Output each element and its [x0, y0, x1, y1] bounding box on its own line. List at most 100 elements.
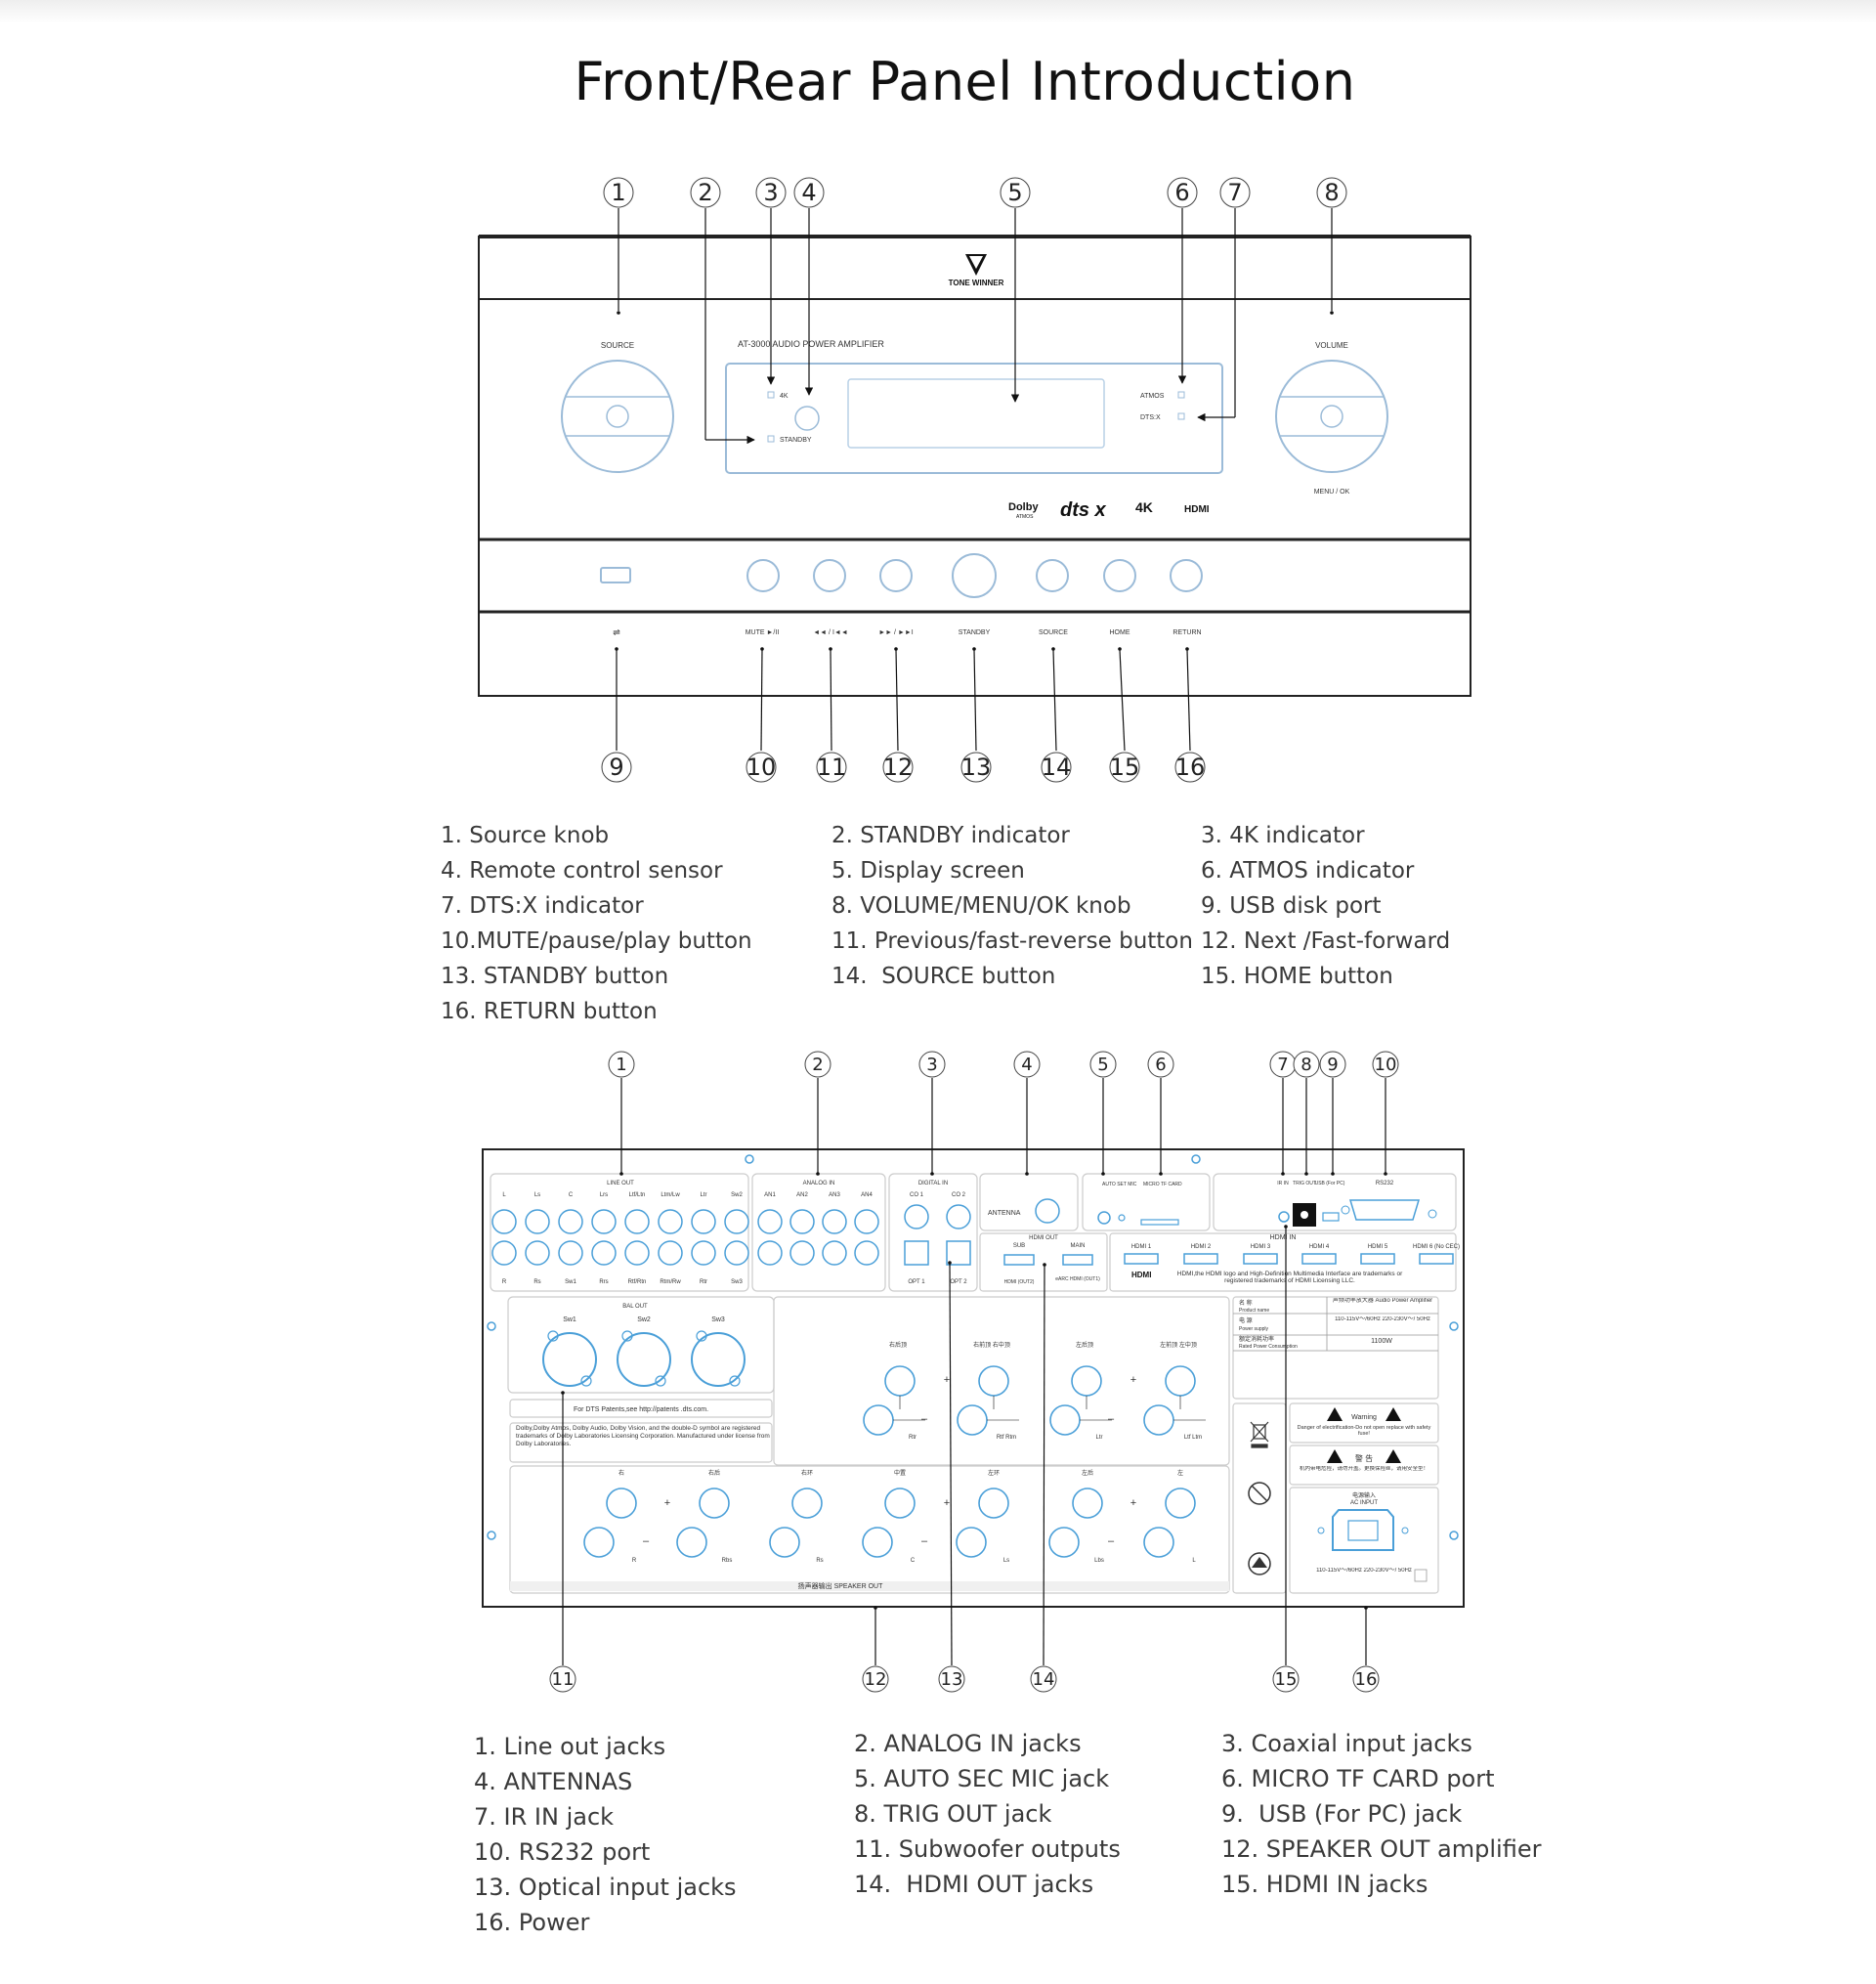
callout-rear-13-number: 13: [941, 1669, 963, 1690]
line-out-col-label: C: [569, 1192, 574, 1198]
speaker-terminal: [606, 1488, 637, 1519]
hdmi-in-col-label: HDMI 6 (No CEC): [1413, 1244, 1460, 1250]
rca-jack: [525, 1209, 550, 1234]
callout-front-3: 3: [755, 177, 787, 208]
legend-item: 3. Coaxial input jacks: [1221, 1730, 1472, 1757]
hdmi-out2-label: HDMI (OUT2): [1004, 1279, 1035, 1285]
analog-in-label: ANALOG IN: [803, 1181, 835, 1186]
callout-rear-11: 11: [549, 1665, 576, 1693]
rca-jack: [854, 1209, 879, 1234]
dolby-trademark-note: Dolby,Dolby Atmos, Dolby Audio, Dolby Vi…: [516, 1425, 770, 1447]
display-screen: [847, 378, 1105, 449]
callout-front-4: 4: [793, 177, 825, 208]
antenna-jack: [1035, 1198, 1060, 1224]
usb-icon: ⇌: [613, 627, 620, 637]
leader-dot: [1304, 1172, 1308, 1176]
front-button-label: STANDBY: [959, 629, 991, 636]
line-out-col-label: Sw1: [565, 1279, 576, 1285]
bal-col-label: Sw1: [563, 1316, 576, 1323]
spec-cons-cn: 额定消耗功率: [1239, 1335, 1274, 1343]
callout-front-12-number: 12: [883, 754, 914, 781]
callout-front-16-number: 16: [1175, 754, 1206, 781]
polarity-sign: –: [1108, 1535, 1115, 1547]
volume-knob: VOLUME MENU / OK: [1275, 341, 1388, 496]
callout-front-8: 8: [1316, 177, 1347, 208]
legend-item: 4. ANTENNAS: [474, 1768, 633, 1795]
line-out-col-label: Rtm/Rw: [660, 1279, 681, 1285]
analog-col-label: AN3: [829, 1192, 840, 1198]
hdmi-in-port: [1301, 1253, 1337, 1265]
usb-pc-port: [1322, 1212, 1340, 1222]
leader-dot: [1159, 1172, 1163, 1176]
callout-front-6: 6: [1167, 177, 1198, 208]
callout-front-2-number: 2: [698, 179, 712, 206]
usb-port: [600, 567, 631, 583]
ac-input-cn-label: 电源输入: [1352, 1491, 1376, 1499]
leader-dot: [948, 1261, 952, 1265]
hdmi-in-col-label: HDMI 4: [1309, 1244, 1330, 1250]
speaker-en-label: Ls: [1003, 1558, 1009, 1564]
speaker-en-label: Lbs: [1094, 1558, 1104, 1564]
logo-dolby-sub: ATMOS: [1016, 514, 1034, 520]
line-out-section: LINE OUT LRLsRsCSw1LrsRrsLtf/LtnRtf/RtnL…: [490, 1173, 749, 1292]
logo-hdmi: HDMI: [1184, 504, 1210, 515]
hdmi-note-logo: HDMI: [1131, 1271, 1151, 1279]
legend-item: 7. DTS:X indicator: [441, 893, 644, 919]
callout-front-9: 9: [601, 752, 632, 783]
legend-item: 12. SPEAKER OUT amplifier: [1221, 1835, 1542, 1863]
speaker-en-label: Rbs: [722, 1558, 733, 1564]
logo-dolby: Dolby: [1008, 501, 1039, 513]
callout-rear-11-number: 11: [552, 1669, 575, 1690]
screw: [1449, 1531, 1459, 1540]
callout-rear-10: 10: [1372, 1051, 1399, 1078]
callout-rear-7-number: 7: [1277, 1055, 1288, 1075]
screw: [745, 1154, 754, 1164]
callout-rear-4-number: 4: [1021, 1055, 1032, 1075]
callout-rear-3: 3: [918, 1051, 946, 1078]
screw: [487, 1321, 496, 1331]
indicator-atmos-led: [1177, 391, 1185, 399]
legend-item: 1. Source knob: [441, 823, 610, 848]
hdmi-out-main-label: MAIN: [1071, 1243, 1086, 1249]
leader-dot: [760, 647, 764, 651]
leader-dot: [1281, 1172, 1285, 1176]
logo-dts: dts x: [1060, 499, 1107, 521]
rear-legend-col1: 1. Line out jacks 4. ANTENNAS 7. IR IN j…: [474, 1729, 737, 1940]
speaker-en-label: Rtr: [909, 1435, 917, 1441]
line-out-col-label: Rs: [533, 1279, 540, 1285]
callout-front-10-number: 10: [746, 754, 777, 781]
leader-dot: [816, 1172, 820, 1176]
line-out-col-label: Ltm/Lw: [661, 1192, 680, 1198]
hdmi-in-label: HDMI IN: [1270, 1234, 1297, 1241]
front-button-label: MUTE ►/II: [746, 629, 780, 636]
rca-jack: [757, 1209, 783, 1234]
callout-rear-16: 16: [1352, 1665, 1380, 1693]
rear-legend-col2: 2. ANALOG IN jacks 5. AUTO SEC MIC jack …: [854, 1726, 1121, 1902]
legend-item: 9. USB (For PC) jack: [1221, 1800, 1463, 1828]
front-button: [879, 559, 913, 592]
analog-col-label: AN1: [764, 1192, 776, 1198]
spec-name-value: 声频功率放大器 Audio Power Amplifier: [1332, 1298, 1433, 1304]
rca-jack: [757, 1240, 783, 1266]
legend-item: 13. STANDBY button: [441, 964, 669, 989]
ac-spec-text: 110-115V～/60Hz 220-230V～/ 50Hz: [1316, 1568, 1412, 1574]
callout-front-7: 7: [1219, 177, 1251, 208]
warning-cn-triangle-icon-2: [1386, 1449, 1401, 1463]
rca-jack: [789, 1240, 815, 1266]
speaker-en-label: Ltf Ltm: [1184, 1435, 1202, 1441]
analog-col-label: AN4: [861, 1192, 873, 1198]
front-buttons: [746, 553, 1203, 598]
indicator-standby-label: STANDBY: [780, 437, 812, 444]
rca-jack: [591, 1209, 617, 1234]
front-button-label: ►► / ►►I: [878, 629, 914, 636]
indicator-standby-led: [767, 435, 775, 443]
screw: [487, 1531, 496, 1540]
callout-front-10: 10: [746, 752, 777, 783]
callout-rear-7: 7: [1269, 1051, 1297, 1078]
callout-rear-8: 8: [1293, 1051, 1320, 1078]
callout-rear-2: 2: [804, 1051, 831, 1078]
speaker-terminal: [1071, 1365, 1102, 1397]
leader-dot: [619, 1172, 623, 1176]
